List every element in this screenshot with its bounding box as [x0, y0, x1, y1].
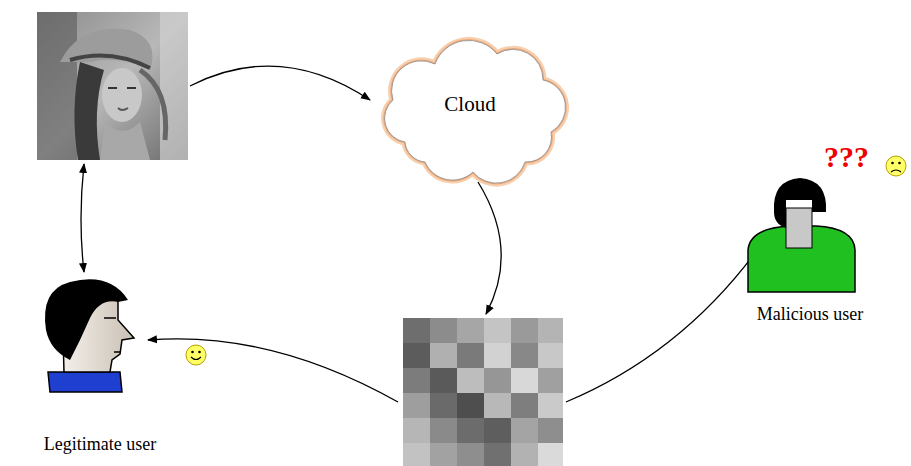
question-marks: ??? — [824, 140, 869, 174]
node-label: Cloud — [444, 92, 495, 117]
user-node: Legitimate user — [15, 276, 185, 456]
cloud-node: Cloud — [365, 30, 575, 180]
malicious-user-icon — [748, 178, 855, 292]
source-image — [37, 12, 188, 160]
sad-smiley — [886, 156, 906, 176]
node-label: Legitimate user — [44, 434, 156, 456]
legitimate-user-icon — [45, 279, 134, 392]
node-label: Malicious user — [757, 304, 863, 326]
happy-smiley — [186, 345, 206, 365]
pixelated-image — [403, 318, 563, 466]
user-node: Malicious user — [735, 176, 885, 326]
